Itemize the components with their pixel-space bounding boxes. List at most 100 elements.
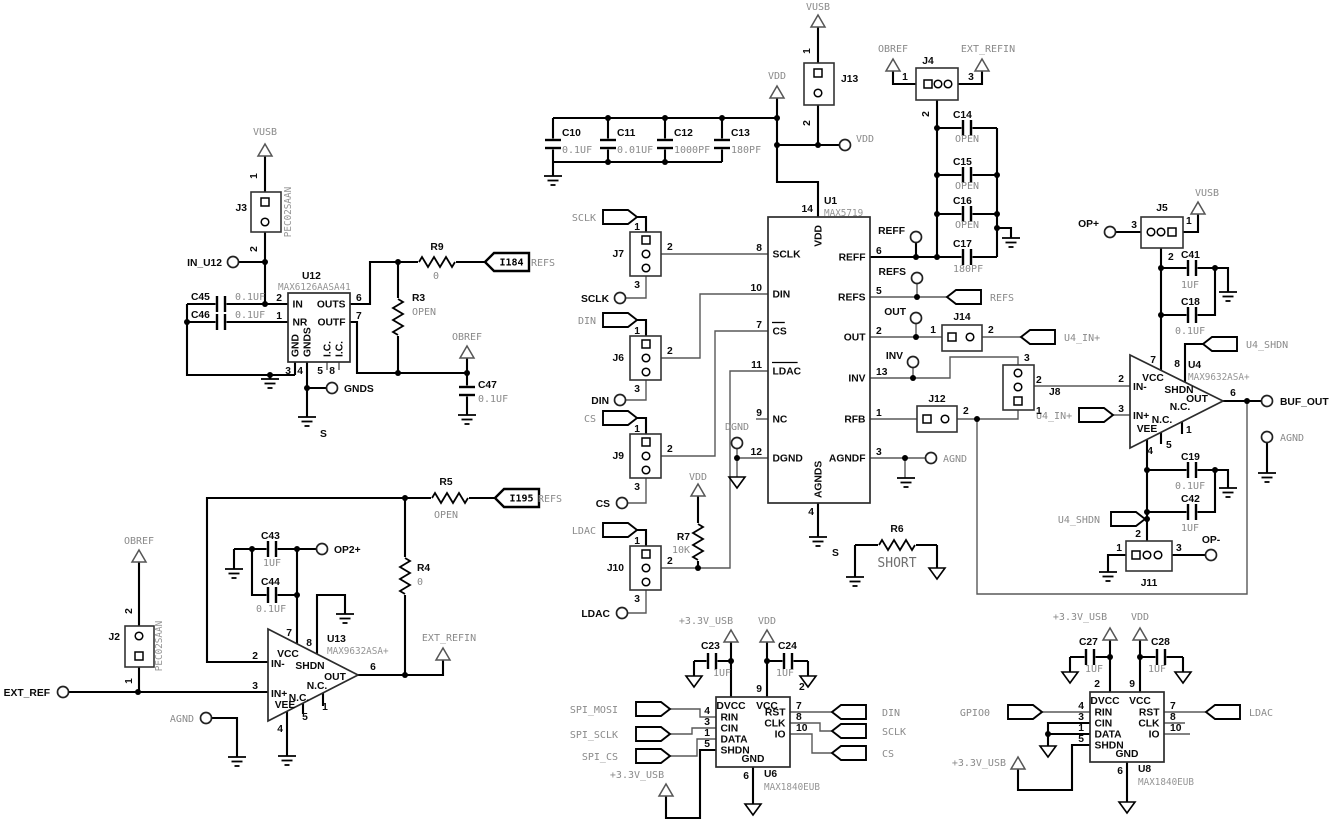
label: 7 (286, 628, 292, 639)
net-tag-cs[interactable]: CS (584, 410, 639, 426)
label: 6 (1230, 388, 1236, 399)
connector-J4[interactable]: J4 (915, 56, 959, 101)
net-tag-gpio0[interactable]: GPIO0 (960, 704, 1044, 720)
connector-J6[interactable]: J6 (613, 335, 662, 381)
terminal-vdd[interactable]: VDD (838, 134, 875, 152)
terminal-gnds[interactable]: GNDS (325, 381, 374, 396)
net-tag-din[interactable]: DIN (830, 704, 900, 720)
terminal-agnd[interactable]: AGND (1260, 430, 1305, 445)
terminal-op-[interactable]: OP- (1202, 535, 1221, 562)
terminal-ldac[interactable]: LDAC (581, 606, 629, 621)
terminal-dgnd[interactable]: DGND (725, 422, 749, 450)
net-tag-ldac[interactable]: LDAC (572, 522, 639, 538)
terminal-in_u12[interactable]: IN_U12 (187, 255, 240, 270)
triangle-ground-icon (798, 675, 818, 689)
junction-dot (934, 172, 940, 178)
label: 1UF (1085, 664, 1103, 675)
net-tag-u4_in+[interactable]: U4_IN+ (1036, 407, 1115, 423)
opamp-U13[interactable]: VCCSHDNIN-IN+VEEN.C.N.C.OUTU13MAX9632ASA… (267, 627, 389, 723)
net-tag-din[interactable]: DIN (578, 312, 639, 328)
terminal-cs[interactable]: CS (596, 496, 629, 511)
ic-U8[interactable]: RIN4CIN3DATA1SHDN5RST7CLK8IO10DVCC2VCC9G… (1078, 679, 1194, 788)
terminal-reff[interactable]: REFF (878, 226, 923, 244)
connector-J7[interactable]: J7 (613, 231, 662, 277)
label: 1UF (1148, 664, 1166, 675)
wire (628, 590, 647, 614)
net-tag-spi_cs[interactable]: SPI_CS (582, 748, 672, 764)
terminal-din[interactable]: DIN (591, 393, 627, 408)
junction-dot (934, 125, 940, 131)
terminal-ext_ref[interactable]: EXT_REF (4, 685, 70, 700)
net-tag-sclk[interactable]: SCLK (572, 209, 639, 225)
label: DIN (882, 708, 900, 719)
net-tag-u4_in+[interactable]: U4_IN+ (1019, 329, 1100, 345)
resistor-R9[interactable]: R90 (418, 242, 456, 282)
junction-dot (262, 259, 268, 265)
connector-J12[interactable]: J12 (916, 394, 958, 433)
ic-U1[interactable]: SCLK8DIN10CS7LDAC11NC9DGND12REFF6REFS5OU… (751, 196, 888, 518)
connector-J3[interactable]: J3 (236, 191, 282, 233)
resistor-R4[interactable]: R40 (398, 557, 430, 595)
connector-J14[interactable]: J14 (941, 312, 983, 352)
label: DATA (1095, 730, 1123, 741)
terminal-buf_out[interactable]: BUF_OUT (1260, 394, 1329, 409)
terminal-op2+[interactable]: OP2+ (315, 542, 361, 557)
connector-J2[interactable]: J2 (109, 625, 155, 668)
connector-J5[interactable]: J5 (1140, 203, 1184, 249)
net-tag-cs[interactable]: CS (830, 745, 894, 761)
terminal-refs[interactable]: REFS (879, 267, 924, 285)
net-tag-sclk[interactable]: SCLK (830, 723, 906, 739)
net-tag-u4_shdn[interactable]: U4_SHDN (1058, 511, 1147, 527)
terminal-op+[interactable]: OP+ (1078, 219, 1117, 239)
label: 1 (634, 222, 640, 233)
label: OPEN (434, 510, 458, 521)
terminal-agnd[interactable]: AGND (170, 711, 213, 726)
net-tag-spi_mosi[interactable]: SPI_MOSI (570, 701, 672, 717)
connector-J8[interactable]: J8 (1002, 364, 1061, 411)
label: 3 (634, 594, 640, 605)
ic-U12[interactable]: IN2NR1OUTS6OUTF7GND3GNDS4I.C.5I.C.8U12MA… (276, 271, 362, 377)
net-tag-ldac[interactable]: LDAC (1204, 704, 1273, 720)
terminal-sclk[interactable]: SCLK (581, 291, 627, 306)
terminal-agnd[interactable]: AGND (924, 451, 968, 466)
net-tag-refs[interactable]: REFS (945, 289, 1014, 305)
connector-J13[interactable]: J13 (803, 62, 858, 106)
terminal-out[interactable]: OUT (884, 307, 923, 325)
net-tag-u4_shdn[interactable]: U4_SHDN (1201, 336, 1288, 352)
label: REFF (878, 226, 905, 237)
connector-J9[interactable]: J9 (613, 433, 662, 479)
terminal-inv[interactable]: INV (886, 351, 920, 369)
connector-J10[interactable]: J10 (607, 545, 662, 591)
connector-J11[interactable]: J11 (1125, 540, 1173, 589)
net-tag-spi_sclk[interactable]: SPI_SCLK (570, 726, 672, 742)
